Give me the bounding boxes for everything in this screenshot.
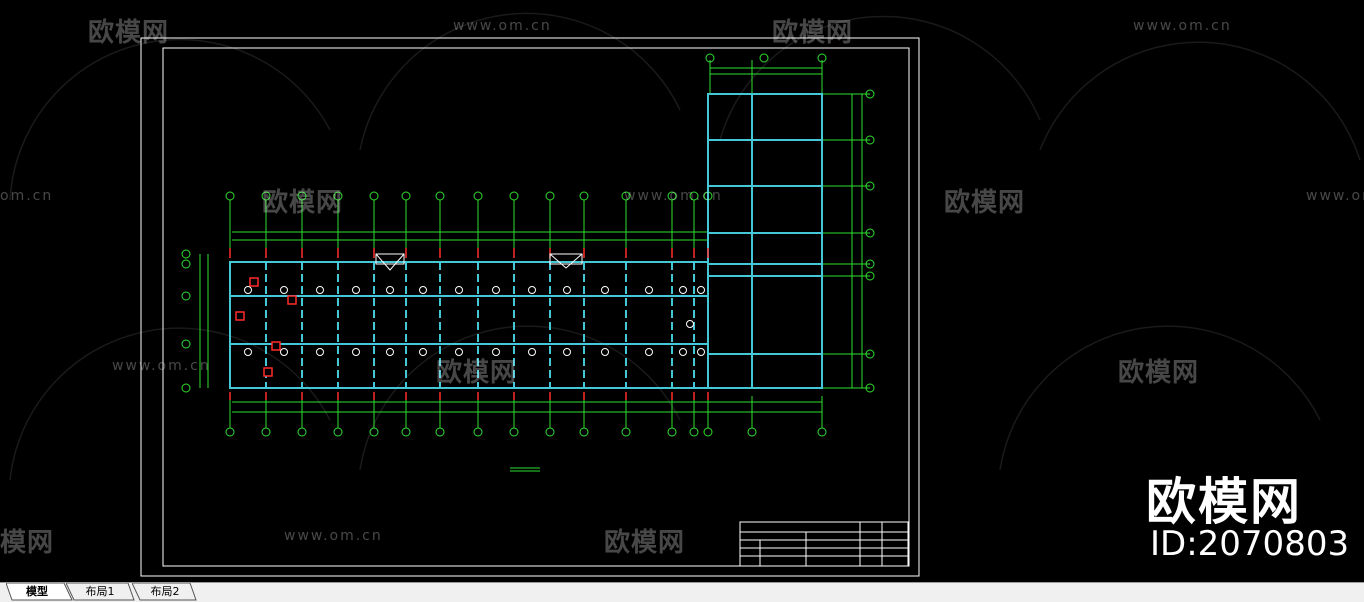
tab-layout1[interactable]: 布局1 <box>66 583 135 601</box>
watermark-url: www.om.cn <box>624 188 723 204</box>
watermark-brand: 欧模网 <box>436 358 518 388</box>
watermark-id: ID:2070803 <box>1150 524 1350 564</box>
tab-label: 布局2 <box>150 585 180 598</box>
watermark-brand: 欧模网 <box>772 18 854 48</box>
watermark-brand-large: 欧模网 <box>1146 473 1302 531</box>
tab-layout2[interactable]: 布局2 <box>132 583 198 601</box>
watermark-brand: 模网 <box>0 528 55 558</box>
tab-label: 模型 <box>26 585 48 598</box>
watermark-url: www.om.cn <box>112 358 211 374</box>
watermark-url: www.om.cn <box>1133 18 1232 34</box>
watermark-url: om.cn <box>0 188 54 204</box>
tab-model[interactable]: 模型 <box>6 583 73 601</box>
watermark-brand: 欧模网 <box>88 18 170 48</box>
watermark-brand: 欧模网 <box>604 528 686 558</box>
layout-tab-bar: 模型 布局1 布局2 <box>0 582 1364 602</box>
sheet-frame-inner <box>162 47 910 567</box>
watermark-url: www.om.cn <box>284 528 383 544</box>
tab-shape <box>66 583 135 601</box>
watermark-brand: 欧模网 <box>1118 358 1200 388</box>
cad-drawing <box>9 12 1361 577</box>
tab-shape <box>132 583 197 601</box>
tab-label: 布局1 <box>85 585 115 598</box>
tab-shape <box>6 583 73 601</box>
watermark-url: www.om.cn <box>453 18 552 34</box>
watermark-brand: 欧模网 <box>262 188 344 218</box>
watermark-brand: 欧模网 <box>944 188 1026 218</box>
sheet-frame-outer <box>140 37 920 577</box>
drawing-canvas[interactable]: 欧模网 www.om.cn 欧模网 www.om.cn om.cn 欧模网 ww… <box>0 0 1364 582</box>
watermark-url: www.om.cn <box>1306 188 1364 204</box>
